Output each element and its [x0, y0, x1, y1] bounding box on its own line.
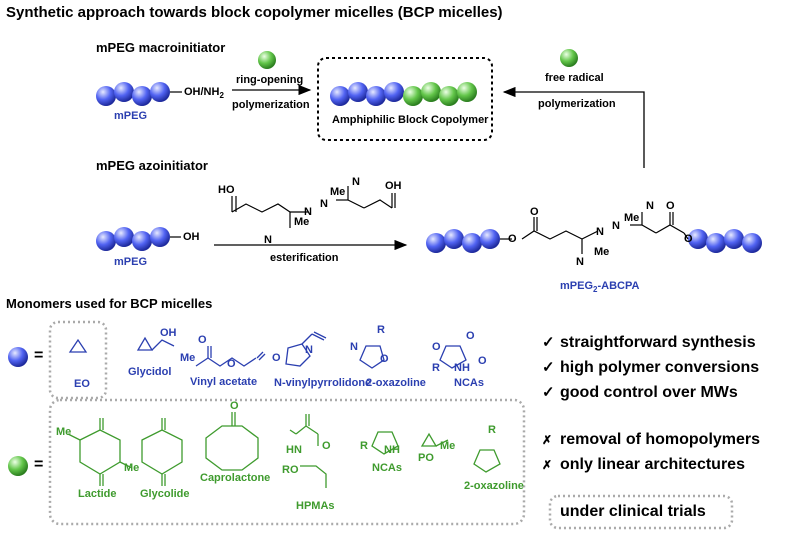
abcpa-oh: OH — [385, 180, 402, 192]
green-monomer-ball-top — [258, 51, 276, 69]
vinyl-acetate-o2: O — [227, 358, 236, 370]
product-cn1: N — [646, 200, 654, 212]
monomer-hpmas: HPMAs — [296, 500, 335, 512]
vinyl-acetate-o1: O — [198, 334, 207, 346]
monomer-ncas-green: NCAs — [372, 462, 402, 474]
lactide-me1: Me — [56, 426, 72, 438]
abcpa-me2: Me — [330, 186, 346, 198]
monomer-vinyl-acetate: Vinyl acetate — [190, 376, 258, 388]
abcpa-me1: Me — [294, 216, 310, 228]
monomer-caprolactone: Caprolactone — [200, 472, 271, 484]
mpeg-chain-top — [96, 82, 182, 106]
ncas-r-blue: R — [432, 362, 440, 374]
oxazoline-n-blue: N — [350, 341, 358, 353]
monomers-heading: Monomers used for BCP micelles — [6, 296, 213, 311]
product-cn2: N — [576, 256, 584, 268]
monomer-ncas-blue: NCAs — [454, 377, 484, 389]
product-me1: Me — [594, 246, 610, 258]
hpmas-ro: RO — [282, 464, 299, 476]
block-copolymer-chain — [330, 82, 477, 106]
mpeg-chain-azo — [96, 227, 181, 251]
page-title: Synthetic approach towards block copolym… — [6, 4, 503, 21]
po-me: Me — [440, 440, 456, 452]
product-o2: O — [530, 206, 539, 218]
green-monomer-legend-ball — [8, 456, 28, 476]
macroinitiator-heading: mPEG macroinitiator — [96, 40, 226, 55]
clinical-trials-label: under clinical trials — [560, 503, 706, 520]
monomer-n-vinylpyrrolidone: N-vinylpyrrolidone — [274, 377, 372, 389]
hpmas-hn: HN — [286, 444, 302, 456]
mpeg-label-top: mPEG — [114, 110, 148, 122]
glycidol-oh: OH — [160, 327, 177, 339]
abcpa-structure — [231, 186, 396, 228]
ncas-o3-blue: O — [478, 355, 487, 367]
mpeg2-abcpa-label: mPEG2-ABCPA — [560, 280, 640, 295]
ncas-nh-green: NH — [384, 444, 400, 456]
equals-green: = — [34, 456, 44, 473]
monomer-2-oxazoline-blue: 2-oxazoline — [366, 377, 426, 389]
product-n2: N — [612, 220, 620, 232]
abcpa-cn2: N — [264, 234, 272, 246]
product-o3: O — [666, 200, 675, 212]
ncas-nh-blue: NH — [454, 362, 470, 374]
oxazoline-r-green: R — [488, 424, 496, 436]
ring-opening-polymerization-label: polymerization — [232, 99, 310, 111]
ncas-o1-blue: O — [432, 341, 441, 353]
hpmas-o: O — [322, 440, 331, 452]
drawback-1: ✗removal of homopolymers — [542, 431, 761, 448]
mpeg2-abcpa-structure — [426, 212, 762, 254]
green-monomers-box — [48, 398, 526, 526]
azo-end-group: OH — [183, 231, 200, 243]
free-radical-arrow — [502, 86, 645, 168]
macro-end-group: OH/NH2 — [184, 86, 224, 101]
nvp-n: N — [305, 344, 313, 356]
abcpa-cn1: N — [352, 176, 360, 188]
product-n1: N — [596, 226, 604, 238]
abcpa-n2: N — [320, 198, 328, 210]
monomer-lactide: Lactide — [78, 488, 117, 500]
equals-blue: = — [34, 347, 44, 364]
esterification-label: esterification — [270, 252, 339, 264]
caprolactone-o: O — [230, 400, 239, 412]
monomer-glycolide: Glycolide — [140, 488, 190, 500]
azoinitiator-heading: mPEG azoinitiator — [96, 158, 208, 173]
advantage-3: ✓good control over MWs — [542, 384, 738, 401]
advantage-2: ✓high polymer conversions — [542, 359, 760, 376]
nvp-o: O — [272, 352, 281, 364]
ncas-r-green: R — [360, 440, 368, 452]
blue-monomer-legend-ball — [8, 347, 28, 367]
green-monomer-ball-radical — [560, 49, 578, 67]
eo-highlight-box — [48, 320, 108, 400]
green-monomer-structures — [67, 412, 501, 488]
drawback-2: ✗only linear architectures — [542, 456, 745, 473]
monomer-eo: EO — [74, 378, 90, 390]
amphiphilic-block-copolymer-label: Amphiphilic Block Copolymer — [332, 114, 489, 126]
lactide-me2: Me — [124, 462, 140, 474]
abcpa-n1: N — [304, 206, 312, 218]
monomer-2-oxazoline-green: 2-oxazoline — [464, 480, 524, 492]
product-me2: Me — [624, 212, 640, 224]
product-o1: O — [508, 233, 517, 245]
product-o4: O — [684, 233, 693, 245]
ring-opening-label: ring-opening — [236, 74, 304, 86]
blue-monomer-structures — [68, 331, 467, 369]
oxazoline-r-blue: R — [377, 324, 385, 336]
vinyl-acetate-me: Me — [180, 352, 196, 364]
product-box — [317, 57, 493, 141]
free-radical-label: free radical — [545, 72, 604, 84]
mpeg-label-azo: mPEG — [114, 256, 148, 268]
oxazoline-o-blue: O — [380, 353, 389, 365]
ncas-o2-blue: O — [466, 330, 475, 342]
monomer-glycidol: Glycidol — [128, 366, 172, 378]
monomer-po: PO — [418, 452, 434, 464]
free-radical-polymerization-label: polymerization — [538, 98, 616, 110]
clinical-trials-box — [548, 494, 734, 530]
abcpa-ho: HO — [218, 184, 235, 196]
advantage-1: ✓straightforward synthesis — [542, 334, 756, 351]
